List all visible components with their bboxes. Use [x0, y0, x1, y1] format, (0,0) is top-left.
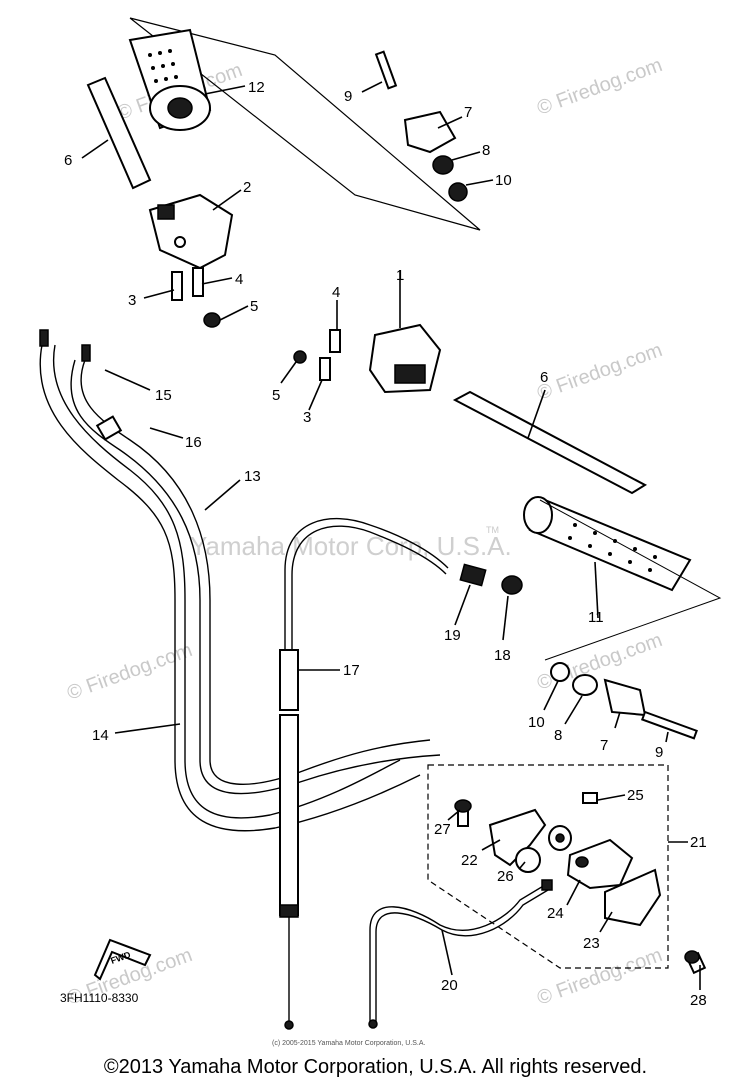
callout-7-upper: 7 [464, 104, 472, 121]
callout-24: 24 [547, 905, 564, 922]
throttle-cables [39, 329, 441, 832]
upper-group-outline [129, 17, 481, 231]
callout-10-upper: 10 [495, 172, 512, 189]
screws-left [171, 267, 221, 328]
callout-5-left: 5 [250, 298, 258, 315]
footer-copyright: ©2013 Yamaha Motor Corporation, U.S.A. A… [103, 1056, 648, 1078]
callout-22: 22 [461, 852, 478, 869]
callout-12: 12 [248, 79, 265, 96]
callout-1: 1 [396, 267, 404, 284]
diagram-code: 3FH1110-8330 [60, 991, 139, 1005]
watermark-firedog-5: © Firedog.com [534, 629, 665, 695]
callout-labels: 12 9 7 8 10 6 2 4 3 5 1 4 5 3 6 15 16 13… [64, 79, 707, 1009]
callout-10-lower: 10 [528, 714, 545, 731]
throttle-grip [128, 28, 212, 131]
small-copyright: (c) 2005-2015 Yamaha Motor Corporation, … [272, 1040, 426, 1047]
switch-group-parts [454, 792, 662, 927]
callout-9-upper: 9 [344, 88, 352, 105]
callout-25: 25 [627, 787, 644, 804]
watermark-firedog-7: © Firedog.com [534, 944, 665, 1010]
watermark-firedog-2: © Firedog.com [534, 54, 665, 120]
callout-21: 21 [690, 834, 707, 851]
left-grip [523, 496, 722, 661]
callout-3-left: 3 [128, 292, 136, 309]
callout-5-right: 5 [272, 387, 280, 404]
callout-8-lower: 8 [554, 727, 562, 744]
callout-6-right: 6 [540, 369, 548, 386]
clutch-cable [279, 517, 449, 1030]
watermark-firedog-3: © Firedog.com [534, 339, 665, 405]
callout-4-right: 4 [332, 284, 340, 301]
adjuster-parts [459, 563, 523, 595]
callout-27: 27 [434, 821, 451, 838]
bar-end-lower [550, 662, 698, 740]
callout-15: 15 [155, 387, 172, 404]
bar-end-upper [374, 50, 468, 202]
callout-28: 28 [690, 992, 707, 1009]
callout-6-upper: 6 [64, 152, 72, 169]
callout-7-lower: 7 [600, 737, 608, 754]
watermark-yamaha: Yamaha Motor Corp, U.S.A. [190, 531, 512, 561]
bolt-28 [684, 950, 707, 975]
switch-housing-left [148, 193, 234, 270]
callout-13: 13 [244, 468, 261, 485]
callout-17: 17 [343, 662, 360, 679]
callout-9-lower: 9 [655, 744, 663, 761]
callout-2: 2 [243, 179, 251, 196]
callout-14: 14 [92, 727, 109, 744]
callout-3-right: 3 [303, 409, 311, 426]
callout-11: 11 [588, 609, 604, 626]
switch-group-box [427, 764, 669, 969]
callout-4-left: 4 [235, 271, 243, 288]
handlebar-tube-left [86, 76, 152, 190]
callout-16: 16 [185, 434, 202, 451]
callout-20: 20 [441, 977, 458, 994]
callout-26: 26 [497, 868, 514, 885]
callout-8-upper: 8 [482, 142, 490, 159]
handlebar-tube-right [452, 390, 648, 495]
callout-19: 19 [444, 627, 461, 644]
switch-housing-right [293, 323, 442, 394]
leader-lines [81, 81, 701, 990]
callout-18: 18 [494, 647, 511, 664]
callout-23: 23 [583, 935, 600, 952]
watermark-tm: TM [486, 525, 499, 535]
